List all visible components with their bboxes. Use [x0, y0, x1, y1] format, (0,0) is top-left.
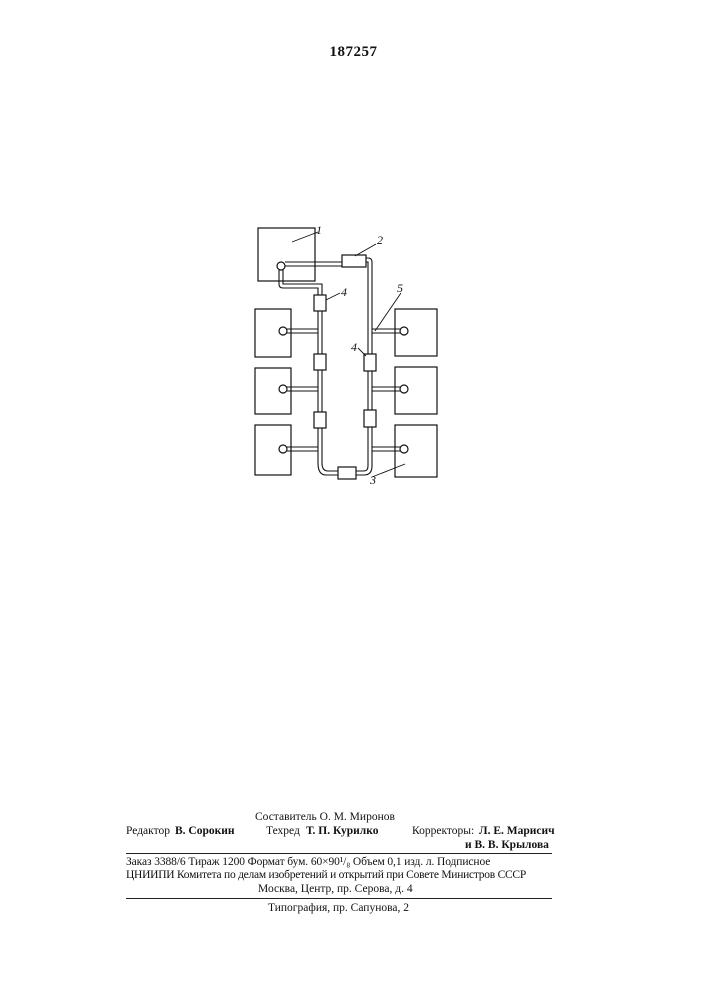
printer-line: Типография, пр. Сапунова, 2 — [268, 902, 409, 914]
label-4-right: 4 — [351, 340, 357, 354]
institute-line: ЦНИИПИ Комитета по делам изобретений и о… — [126, 869, 526, 881]
pipeline — [279, 258, 400, 475]
order-line: Заказ 3388/6 Тираж 1200 Формат бум. 60×9… — [126, 856, 490, 868]
label-1: 1 — [316, 223, 322, 237]
editor-name: В. Сорокин — [175, 825, 235, 837]
unit-left-2 — [255, 368, 291, 414]
address-line: Москва, Центр, пр. Серова, д. 4 — [258, 883, 413, 895]
correctors-label: Корректоры: — [412, 825, 474, 837]
corrector-1: Л. Е. Марисич — [479, 825, 555, 837]
label-4-left: 4 — [341, 285, 347, 299]
leader-lines — [292, 232, 405, 477]
unit-right-1 — [395, 309, 437, 356]
compiler-line: Составитель О. М. Миронов — [255, 811, 395, 823]
unit-1 — [258, 228, 315, 281]
techred-name: Т. П. Курилко — [306, 825, 378, 837]
corrector-2: и В. В. Крылова — [465, 839, 549, 851]
label-5: 5 — [397, 281, 403, 295]
divider-top — [126, 853, 552, 854]
label-2: 2 — [377, 233, 383, 247]
label-3: 3 — [369, 473, 376, 487]
unit-left-1 — [255, 309, 291, 357]
unit-left-3 — [255, 425, 291, 475]
unit-right-3 — [395, 425, 437, 477]
editor-label: Редактор — [126, 825, 170, 837]
divider-bottom — [126, 898, 552, 899]
unit-right-2 — [395, 367, 437, 414]
outlet-1 — [277, 262, 285, 270]
techred-label: Техред — [266, 825, 300, 837]
